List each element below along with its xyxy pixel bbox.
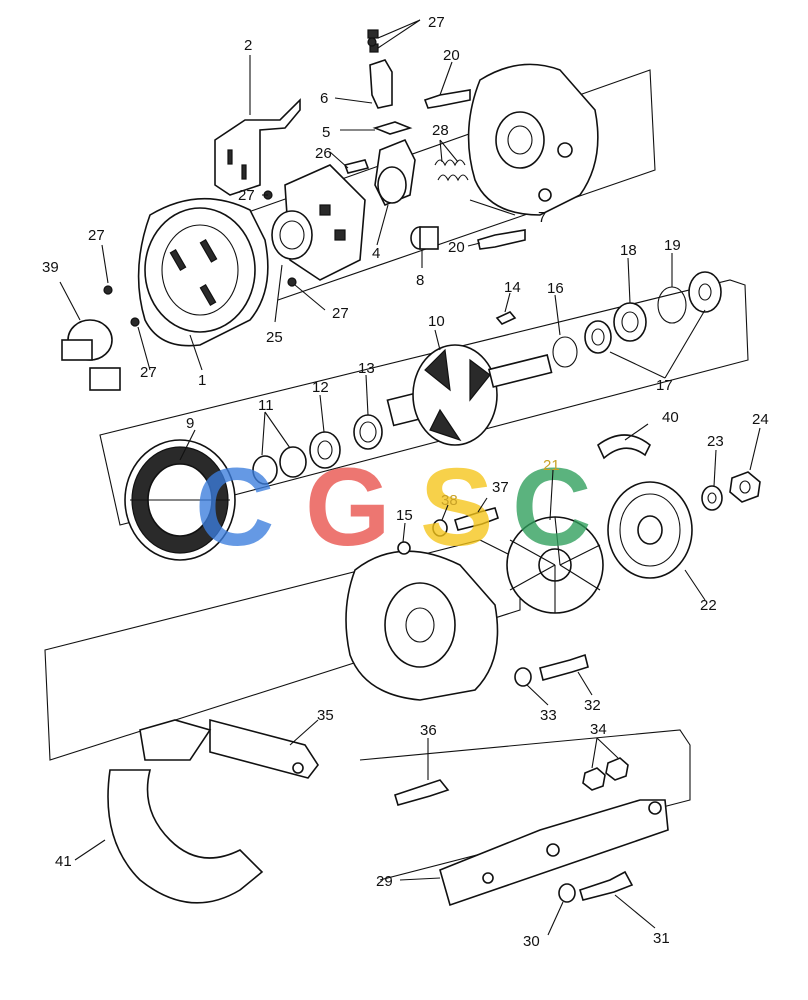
stator (124, 439, 236, 561)
mounting-bolt (539, 653, 589, 681)
screw-set (103, 37, 377, 327)
fan (506, 516, 604, 614)
callout-25: 25 (266, 329, 283, 346)
belt-guard (107, 719, 264, 904)
woodruff-key (495, 311, 517, 325)
callout-32: 32 (584, 697, 601, 714)
pulley-washer (701, 485, 723, 511)
callout-21: 21 (543, 457, 560, 474)
callout-16: 16 (547, 280, 564, 297)
callout-29: 29 (376, 873, 393, 890)
adjusting-bolt (394, 779, 450, 806)
through-bolt-lower (477, 229, 526, 250)
brush-springs (434, 159, 469, 182)
callout-41: 41 (55, 853, 72, 870)
spacer-front (584, 320, 612, 354)
terminal-plate (214, 98, 301, 196)
adjusting-strap (209, 718, 319, 779)
callout-27-lower: 27 (140, 364, 157, 381)
brush-clip (372, 121, 413, 135)
bearing-cover (688, 271, 722, 313)
watermark-letter-4: C (512, 446, 591, 569)
callout-26: 26 (315, 145, 332, 162)
callout-23: 23 (707, 433, 724, 450)
callout-27-right: 27 (332, 305, 349, 322)
callout-11: 11 (258, 397, 274, 414)
callout-34: 34 (590, 721, 607, 738)
bracket-bolt (579, 870, 634, 901)
rear-housing (137, 197, 269, 347)
pulley-nut (729, 471, 761, 503)
callout-20-lower: 20 (448, 239, 465, 256)
callout-40: 40 (662, 409, 679, 426)
callout-20-upper: 20 (443, 47, 460, 64)
callout-37: 37 (492, 479, 509, 496)
pulley (607, 481, 693, 579)
callout-30: 30 (523, 933, 540, 950)
callout-7: 7 (538, 209, 546, 226)
callout-28: 28 (432, 122, 449, 139)
callout-31: 31 (653, 930, 670, 947)
callout-15: 15 (396, 507, 413, 524)
callout-17: 17 (656, 377, 673, 394)
rotor (386, 344, 553, 446)
callout-36: 36 (420, 722, 437, 739)
fan-spacer (597, 434, 652, 460)
callout-33: 33 (540, 707, 557, 724)
callout-14: 14 (504, 279, 521, 296)
callout-27-mid: 27 (238, 187, 255, 204)
callout-12: 12 (312, 379, 329, 396)
bracket-nuts (582, 757, 629, 791)
slip-ring-end-frame (467, 63, 599, 216)
callout-27-left: 27 (88, 227, 105, 244)
terminal-screw (343, 159, 370, 174)
callout-39: 39 (42, 259, 59, 276)
callout-5: 5 (322, 124, 330, 141)
callout-1: 1 (198, 372, 206, 389)
bearing-spacers (252, 446, 307, 485)
callout-18: 18 (620, 242, 637, 259)
callout-8: 8 (416, 272, 424, 289)
drive-end-frame (345, 541, 499, 701)
mounting-washer (514, 667, 532, 687)
mounting-bracket (439, 799, 669, 907)
snap-ring (552, 336, 578, 368)
rear-bearing (309, 431, 341, 469)
bracket-washer (558, 883, 576, 903)
callout-labels: 1 2 4 5 6 7 8 9 10 11 12 13 14 15 16 17 … (42, 14, 769, 950)
bearing-retainer (353, 414, 383, 450)
rectifier-assembly (271, 164, 366, 281)
callout-24: 24 (752, 411, 769, 428)
frame-screw (454, 507, 499, 531)
callout-38: 38 (441, 492, 458, 509)
front-bearing (613, 302, 647, 342)
callout-6: 6 (320, 90, 328, 107)
callout-13: 13 (358, 360, 375, 377)
callout-22: 22 (700, 597, 717, 614)
through-bolt-upper (423, 89, 471, 109)
brush-holder (374, 138, 416, 207)
callout-35: 35 (317, 707, 334, 724)
lock-washer (432, 519, 448, 537)
harness-connector (61, 319, 121, 391)
callout-10: 10 (428, 313, 445, 330)
bushing (410, 226, 439, 250)
callout-9: 9 (186, 415, 194, 432)
leader-lines (59, 19, 761, 936)
watermark-letter-1: C (195, 446, 274, 569)
callout-2: 2 (244, 37, 252, 54)
watermark: C G S C (195, 446, 591, 569)
callout-4: 4 (372, 245, 380, 262)
callout-19: 19 (664, 237, 681, 254)
callout-27-top: 27 (428, 14, 445, 31)
retainer-ring (657, 286, 687, 324)
watermark-letter-2: G (305, 446, 391, 569)
